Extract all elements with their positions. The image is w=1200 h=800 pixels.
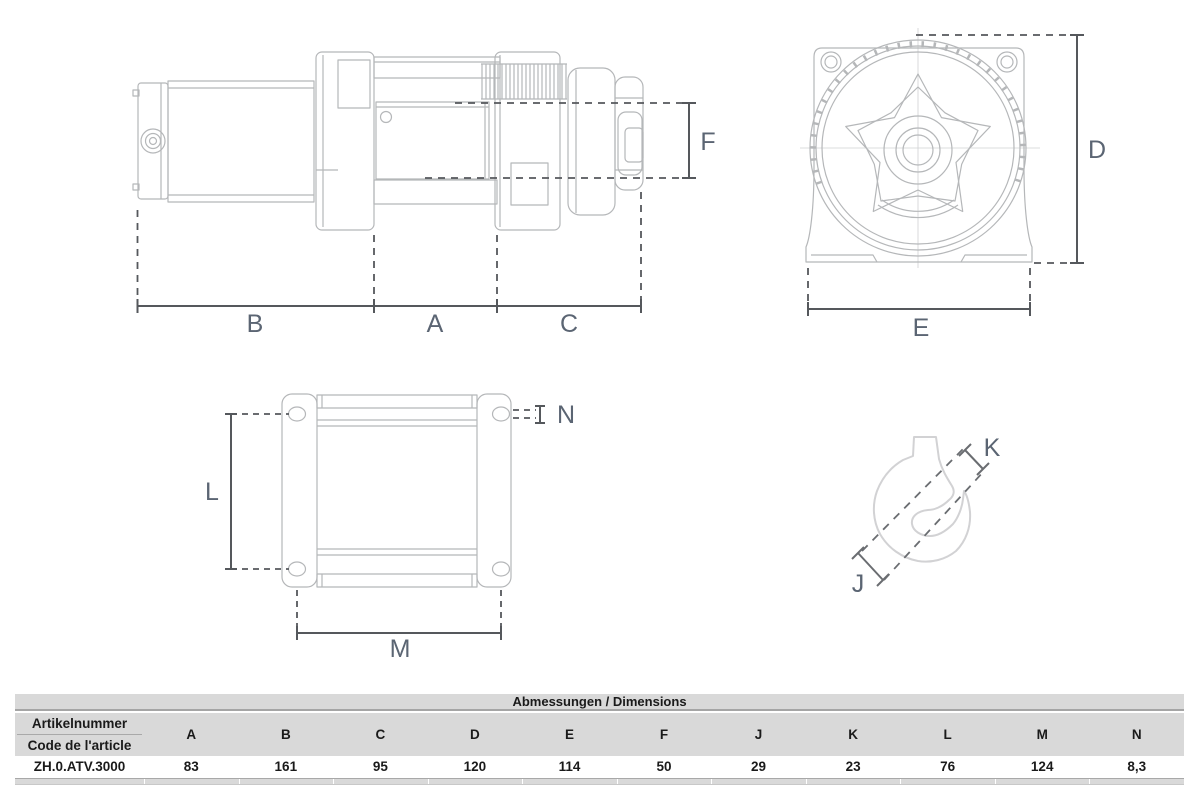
rim-knurling bbox=[810, 41, 1026, 185]
column-header-n: N bbox=[1131, 727, 1142, 742]
column-header-c: C bbox=[375, 727, 386, 742]
value-k: 23 bbox=[845, 759, 861, 774]
dimension-label-d: D bbox=[1088, 136, 1106, 164]
column-header-k: K bbox=[848, 727, 858, 742]
mounting-frame-drawing bbox=[281, 393, 512, 588]
dimension-label-c: C bbox=[560, 310, 578, 338]
hook-drawing bbox=[872, 436, 972, 563]
dimension-label-f: F bbox=[700, 128, 715, 156]
dimension-label-l: L bbox=[205, 478, 219, 506]
article-number-cell: ZH.0.ATV.3000 bbox=[33, 759, 126, 774]
technical-drawings: B A C F bbox=[132, 28, 1106, 663]
dimension-label-a: A bbox=[427, 310, 444, 338]
dimensions-table: Abmessungen / Dimensions Artikelnummer C… bbox=[15, 694, 1185, 785]
article-header-de: Artikelnummer bbox=[31, 716, 128, 731]
winch-front-view-drawing bbox=[800, 28, 1040, 268]
value-m: 124 bbox=[1030, 759, 1054, 774]
table-header-row: Artikelnummer Code de l'article A B C D … bbox=[15, 713, 1184, 756]
value-n: 8,3 bbox=[1127, 759, 1147, 774]
value-d: 120 bbox=[463, 759, 487, 774]
value-f: 50 bbox=[656, 759, 672, 774]
header-divider bbox=[17, 734, 142, 735]
side-view-dimension-lines bbox=[136, 102, 697, 313]
gear-teeth bbox=[481, 63, 567, 100]
column-header-b: B bbox=[280, 727, 291, 742]
value-a: 83 bbox=[183, 759, 199, 774]
value-e: 114 bbox=[558, 759, 581, 774]
table-bottom-strip bbox=[15, 779, 1185, 785]
dimension-label-e: E bbox=[913, 314, 930, 342]
winch-side-view-drawing bbox=[132, 51, 644, 231]
column-header-m: M bbox=[1036, 727, 1048, 742]
article-header-fr: Code de l'article bbox=[27, 738, 132, 753]
table-title: Abmessungen / Dimensions bbox=[15, 694, 1184, 711]
table-data-row: ZH.0.ATV.3000 83 161 95 120 114 50 29 23… bbox=[15, 756, 1184, 779]
column-header-a: A bbox=[186, 727, 197, 742]
clutch-star-inner bbox=[857, 86, 979, 202]
dimension-label-k: K bbox=[984, 434, 1001, 462]
value-l: 76 bbox=[940, 759, 956, 774]
dimension-label-n: N bbox=[557, 401, 575, 429]
front-view-dimension-lines bbox=[807, 34, 1084, 316]
dimension-label-b: B bbox=[247, 310, 264, 338]
column-header-f: F bbox=[659, 727, 669, 742]
column-header-l: L bbox=[943, 727, 952, 742]
column-header-j: J bbox=[754, 727, 763, 742]
hook-dimension-lines bbox=[851, 443, 990, 587]
article-header-cell: Artikelnummer Code de l'article bbox=[15, 713, 144, 756]
clutch-star-outer bbox=[845, 73, 991, 213]
dimension-label-j: J bbox=[852, 570, 865, 598]
column-header-d: D bbox=[470, 727, 480, 742]
value-c: 95 bbox=[372, 759, 388, 774]
value-b: 161 bbox=[274, 759, 298, 774]
value-j: 29 bbox=[751, 759, 767, 774]
frame-dimension-lines bbox=[225, 405, 545, 640]
column-header-e: E bbox=[564, 727, 574, 742]
dimension-label-m: M bbox=[390, 635, 411, 663]
